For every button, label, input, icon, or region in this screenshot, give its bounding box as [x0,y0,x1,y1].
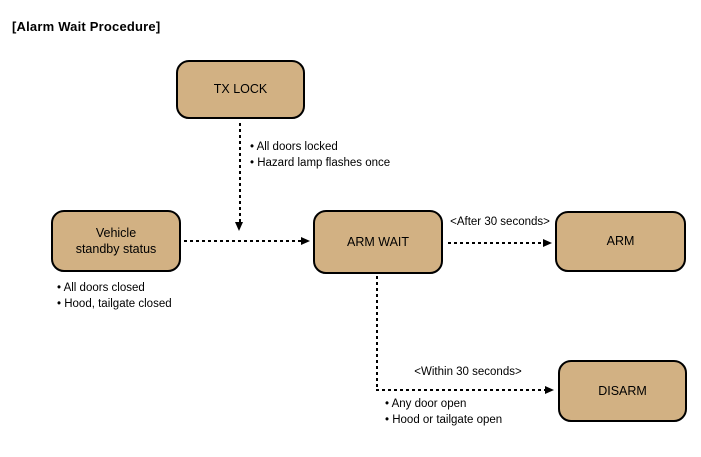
note-line: • Hood, tailgate closed [57,298,172,310]
note-line: • Hood or tailgate open [385,414,503,426]
node-disarm: DISARM [558,360,687,422]
arrowhead-right-icon [545,386,554,394]
connector-armwait-to-arm-line [448,242,544,244]
node-tx-lock-label: TX LOCK [213,82,268,97]
node-tx-lock: TX LOCK [176,60,305,119]
connector-armwait-down-line [376,276,378,390]
note-line: • All doors closed [57,282,145,294]
note-line: • Hazard lamp flashes once [250,157,391,169]
arrowhead-right-icon [543,239,552,247]
notes-tx-lock-conditions: • All doors locked • Hazard lamp flashes… [250,139,390,171]
node-vehicle-standby-label-line2: standby status [75,242,157,256]
arrowhead-down-icon [235,222,243,231]
node-arm-wait: ARM WAIT [313,210,443,274]
node-arm: ARM [555,211,686,272]
connector-tx-lock-down-line [239,123,241,223]
notes-disarm-conditions: • Any door open • Hood or tailgate open [385,396,502,428]
notes-vehicle-standby-conditions: • All doors closed • Hood, tailgate clos… [57,280,172,312]
arrowhead-right-icon [301,237,310,245]
edge-label-after-30-seconds: <After 30 seconds> [450,216,550,228]
edge-label-within-30-seconds: <Within 30 seconds> [414,366,522,378]
node-vehicle-standby-label-line1: Vehicle [95,225,137,240]
diagram-title: [Alarm Wait Procedure] [12,19,161,34]
node-vehicle-standby-status: Vehicle standby status [51,210,181,272]
note-line: • Any door open [385,398,467,410]
connector-vehicle-to-armwait-line [184,240,302,242]
connector-armwait-to-disarm-line [376,389,546,391]
node-disarm-label: DISARM [598,383,647,398]
note-line: • All doors locked [250,141,338,153]
node-arm-label: ARM [606,234,635,249]
node-arm-wait-label: ARM WAIT [346,234,410,249]
